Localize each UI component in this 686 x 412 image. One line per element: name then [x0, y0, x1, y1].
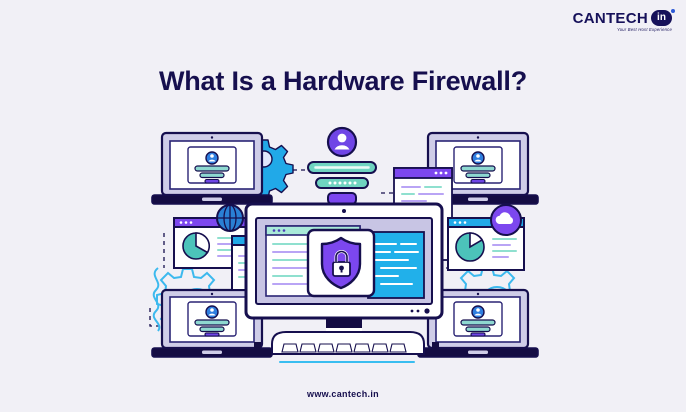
logo-row: CANTECH in [572, 9, 675, 27]
page-title: What Is a Hardware Firewall? [158, 66, 527, 96]
logo-wordmark: CANTECH [572, 9, 648, 27]
logo-tagline: Your Best Host Experience [616, 26, 672, 33]
central-monitor [244, 202, 444, 350]
hardware-firewall-illustration: .nv { stroke:#160f4e; } .nofill { fill:n… [128, 118, 558, 368]
laptop-top-left [151, 131, 273, 205]
avatar-icon [326, 126, 358, 158]
footer-url[interactable]: www.cantech.in [307, 389, 379, 399]
pie-chart-right [455, 232, 485, 262]
cloud-icon [490, 204, 522, 236]
keyboard [271, 331, 425, 363]
desk-accents [254, 342, 439, 351]
shield-lock-icon [306, 228, 376, 298]
logo-in-badge: in [651, 9, 675, 26]
laptop-bottom-left [151, 288, 273, 358]
login-panel [307, 126, 377, 205]
monitor-indicators [410, 308, 430, 314]
laptop-bottom-right [417, 288, 539, 358]
globe-icon [216, 204, 244, 232]
laptop-top-right [417, 131, 539, 205]
decorative-squiggle-left [152, 267, 161, 332]
brand-logo[interactable]: CANTECH in Your Best Host Experience [572, 9, 675, 33]
pie-chart-left [182, 232, 210, 260]
